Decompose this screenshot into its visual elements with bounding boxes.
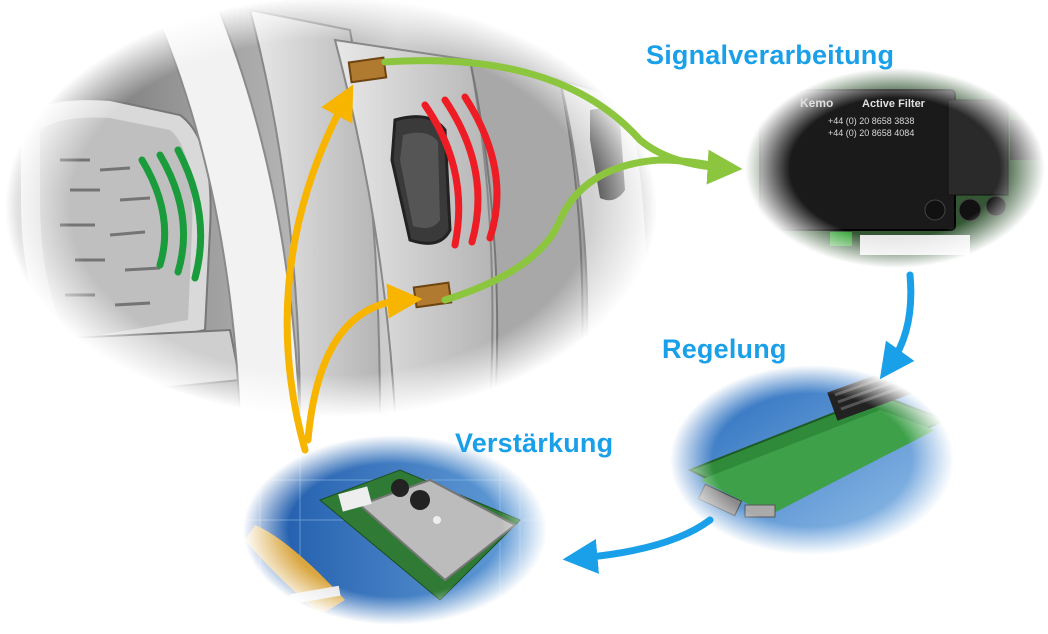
filter-phone-2: +44 (0) 20 8658 4084 [828,128,914,138]
arrow-control-to-amplifier [562,516,714,574]
cabin-photo [0,0,660,421]
anti-noise-waves [138,146,205,282]
filter-brand: Kemo [800,96,833,110]
amplifier-board-photo [243,435,548,625]
filter-product: Active Filter [862,98,926,110]
amplification-label: Verstärkung [455,428,614,458]
filter-module-photo [745,68,1045,268]
filter-phone-1: +44 (0) 20 8658 3838 [828,116,914,126]
arrow-signal-to-control [879,271,915,380]
control-label: Regelung [662,334,787,364]
actuator-drive-paths [283,84,423,454]
noise-source-waves [421,93,501,249]
flow-arrows [562,271,915,574]
sensor-signal-paths [381,57,743,304]
controller-board-photo [670,365,955,555]
signal-processing-label: Signalverarbeitung [646,40,895,70]
